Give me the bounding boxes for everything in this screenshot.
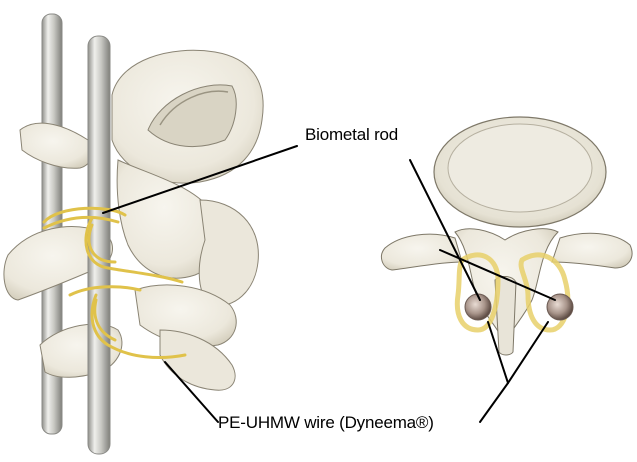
facet-right	[199, 200, 258, 306]
vertebra-axial-view	[381, 117, 632, 355]
biometal-rod-label: Biometal rod	[305, 125, 398, 145]
spine-lateral-view	[4, 14, 263, 454]
wire-label: PE-UHMW wire (Dyneema®)	[218, 413, 434, 433]
transverse-process-upper	[20, 123, 93, 168]
axial-body-inner	[448, 124, 592, 212]
rod-front	[88, 36, 110, 454]
leader-wire-junction	[480, 383, 508, 422]
axial-transverse-right	[552, 233, 632, 268]
